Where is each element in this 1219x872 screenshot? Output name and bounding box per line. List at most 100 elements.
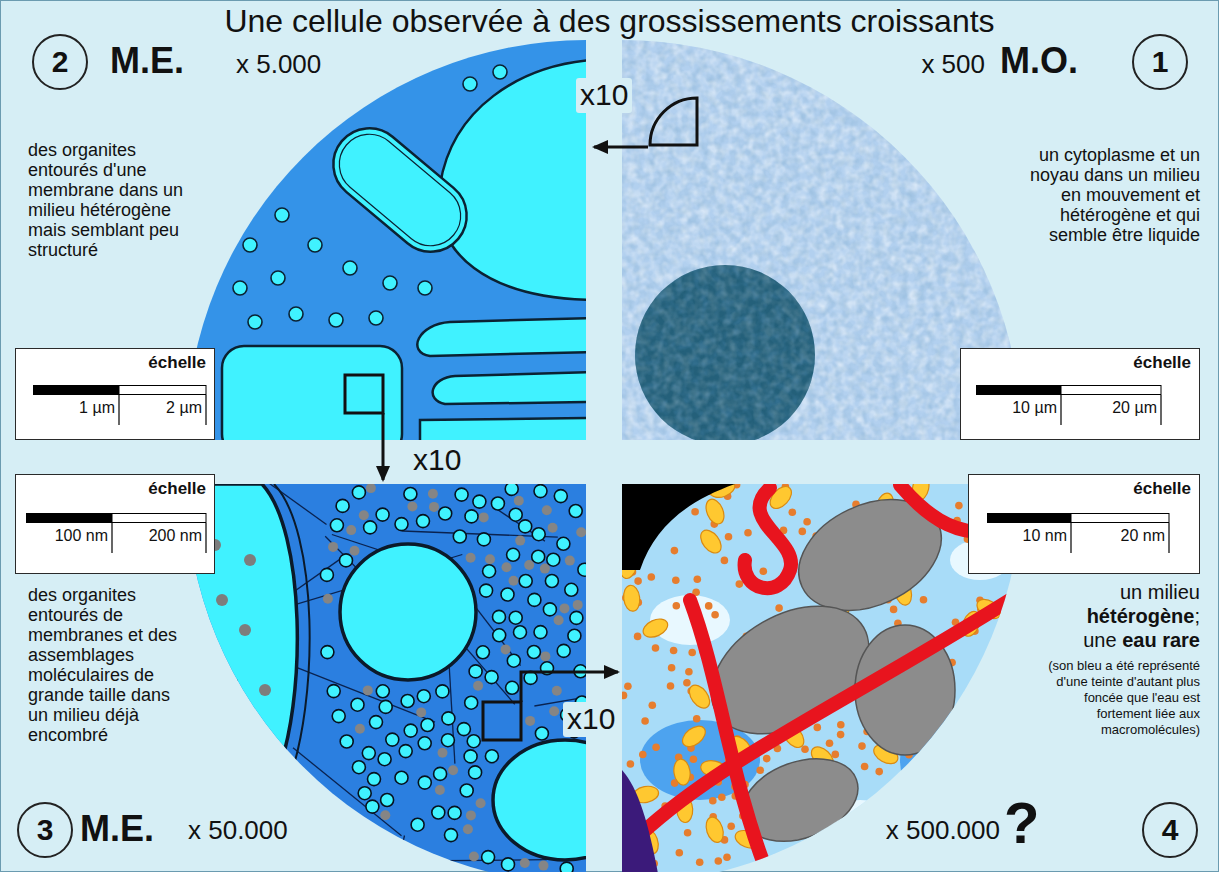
label-text: x10	[563, 702, 619, 737]
vesicles-part	[463, 77, 477, 91]
granule	[328, 542, 338, 552]
ribosome	[578, 563, 591, 576]
ribosome	[514, 626, 527, 639]
ion	[736, 580, 744, 588]
vesicles-part	[493, 65, 507, 79]
ribosome	[570, 611, 583, 624]
ion	[652, 644, 660, 652]
ribosome	[569, 505, 582, 518]
ribosome	[417, 515, 430, 528]
ribosome	[421, 719, 434, 732]
ribosome	[535, 727, 548, 740]
ribosome	[418, 737, 431, 750]
description-text: un cytoplasme et un noyau dans un milieu…	[1022, 145, 1200, 245]
ion	[634, 633, 642, 641]
scale-box: échelle10 nm20 nm	[968, 474, 1200, 574]
em-view-50000-part	[274, 484, 310, 786]
zoom-arrows-part	[594, 146, 648, 149]
ribosome	[330, 519, 343, 532]
mitochondrion-part	[327, 122, 473, 258]
ribosome	[442, 712, 455, 725]
granule	[350, 546, 360, 556]
granules	[209, 539, 271, 766]
ion	[683, 679, 691, 687]
ion	[801, 746, 809, 754]
ribosome	[543, 603, 556, 616]
ribosome	[534, 626, 547, 639]
ribosome	[340, 554, 353, 567]
granule	[560, 603, 570, 613]
ion	[673, 602, 681, 610]
ribosome	[441, 734, 454, 747]
ribosome	[465, 510, 478, 523]
ion	[620, 692, 628, 700]
em-view-50000-part	[340, 544, 476, 680]
ribosome	[340, 735, 353, 748]
scale-value: 10 µm	[1012, 399, 1057, 417]
callout-circle: 2	[32, 34, 88, 90]
ribosome	[358, 787, 371, 800]
vesicles-part	[248, 315, 262, 329]
callout-number: 2	[52, 46, 69, 78]
ribosome	[352, 761, 365, 774]
em-view-50000-part	[493, 740, 637, 860]
granule	[380, 810, 390, 820]
em-view-5000-part	[420, 418, 592, 446]
ribosome	[507, 654, 520, 667]
description-text: des organites entourés de membranes et d…	[28, 585, 193, 745]
ribosome	[557, 537, 570, 550]
em-view-5000	[186, 40, 592, 456]
zoom-arrows-part	[650, 98, 697, 145]
vesicles-part	[369, 311, 383, 325]
label-text: x 50.000	[188, 816, 288, 846]
label-text: x 500	[921, 50, 985, 80]
granule	[435, 785, 445, 795]
ion	[688, 649, 696, 657]
ribosome	[485, 750, 498, 763]
proteins	[689, 478, 959, 856]
ion	[858, 742, 866, 750]
granule	[552, 686, 562, 696]
nucleus-texture-part	[630, 260, 820, 450]
vesicles	[233, 65, 507, 329]
scale-bar-black	[26, 513, 112, 523]
granule	[428, 489, 438, 499]
ribosome	[485, 671, 498, 684]
metabolite	[703, 497, 728, 527]
ion	[652, 744, 660, 752]
ribosome	[507, 548, 520, 561]
ion	[693, 715, 701, 723]
granule	[542, 505, 552, 515]
ribosome	[417, 690, 430, 703]
ion	[837, 721, 845, 729]
ribosome	[557, 644, 570, 657]
description-word: hétérogène	[1087, 605, 1195, 627]
scale-value: 20 µm	[1112, 399, 1157, 417]
ribosome	[473, 495, 486, 508]
molecular-view-part	[622, 484, 735, 570]
granule	[466, 553, 476, 563]
ion	[744, 529, 752, 537]
granule	[438, 748, 448, 758]
ribosome	[469, 665, 482, 678]
description-word: eau rare	[1122, 629, 1200, 651]
ribosome	[509, 611, 522, 624]
description-word: une	[1083, 629, 1116, 651]
ion	[837, 731, 845, 739]
ion	[826, 740, 834, 748]
ribosome	[404, 724, 417, 737]
strands	[640, 485, 1010, 872]
ion	[955, 502, 963, 510]
granule	[514, 496, 524, 506]
granule	[407, 502, 417, 512]
ribosome	[554, 490, 567, 503]
ion	[684, 829, 692, 837]
ion	[691, 508, 699, 516]
ion	[711, 611, 719, 619]
ion	[890, 606, 898, 614]
ion	[832, 751, 840, 759]
granule	[485, 554, 495, 564]
ribosome	[506, 681, 519, 694]
scale-value: 100 nm	[55, 527, 108, 545]
ion	[861, 763, 869, 771]
